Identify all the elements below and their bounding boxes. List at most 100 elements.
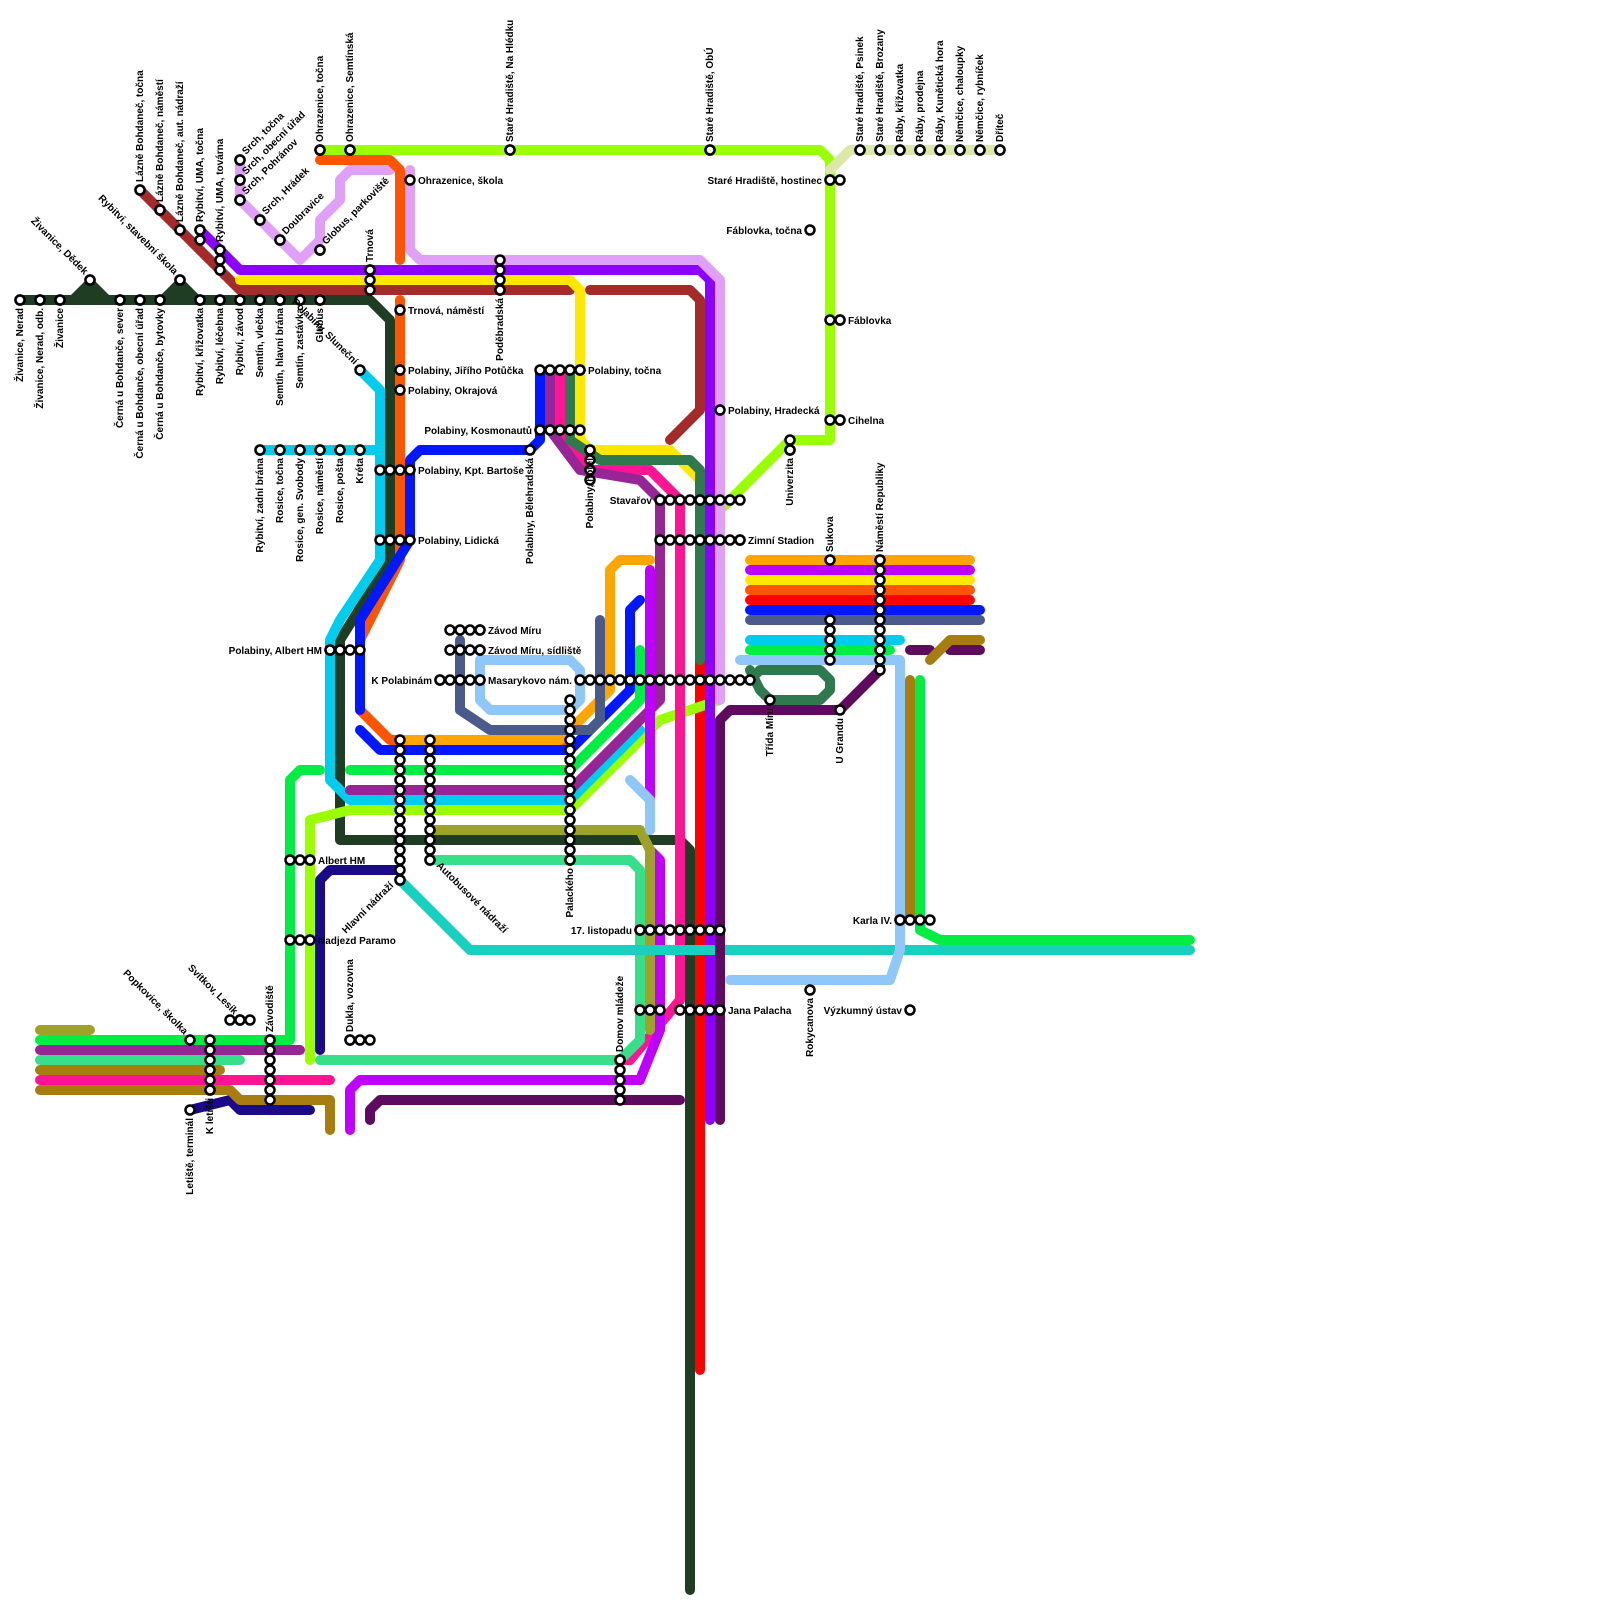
station-marker[interactable] — [564, 364, 576, 376]
station-marker[interactable] — [274, 234, 286, 246]
station-marker[interactable] — [494, 264, 506, 276]
station-marker[interactable] — [714, 924, 726, 936]
station-marker[interactable] — [424, 784, 436, 796]
station-marker[interactable] — [734, 494, 746, 506]
station-marker[interactable] — [114, 294, 126, 306]
station-marker[interactable] — [704, 924, 716, 936]
station-marker[interactable] — [824, 414, 836, 426]
station-marker[interactable] — [874, 654, 886, 666]
station-marker[interactable] — [494, 274, 506, 286]
station-marker[interactable] — [394, 734, 406, 746]
station-marker[interactable] — [714, 674, 726, 686]
station-marker[interactable] — [314, 244, 326, 256]
station-marker[interactable] — [54, 294, 66, 306]
station-marker[interactable] — [834, 314, 846, 326]
station-marker[interactable] — [974, 144, 986, 156]
station-marker[interactable] — [364, 264, 376, 276]
station-marker[interactable] — [834, 704, 846, 716]
station-marker[interactable] — [734, 674, 746, 686]
station-marker[interactable] — [574, 424, 586, 436]
station-marker[interactable] — [704, 674, 716, 686]
station-marker[interactable] — [664, 924, 676, 936]
station-marker[interactable] — [614, 674, 626, 686]
station-marker[interactable] — [264, 1064, 276, 1076]
station-marker[interactable] — [394, 794, 406, 806]
station-marker[interactable] — [184, 1104, 196, 1116]
station-marker[interactable] — [424, 834, 436, 846]
station-marker[interactable] — [214, 294, 226, 306]
station-marker[interactable] — [274, 444, 286, 456]
station-marker[interactable] — [264, 1054, 276, 1066]
station-marker[interactable] — [674, 1004, 686, 1016]
station-marker[interactable] — [854, 144, 866, 156]
station-marker[interactable] — [674, 494, 686, 506]
station-marker[interactable] — [824, 634, 836, 646]
station-marker[interactable] — [564, 824, 576, 836]
station-marker[interactable] — [434, 674, 446, 686]
station-marker[interactable] — [284, 854, 296, 866]
station-marker[interactable] — [394, 304, 406, 316]
station-marker[interactable] — [714, 404, 726, 416]
station-marker[interactable] — [394, 534, 406, 546]
station-marker[interactable] — [424, 824, 436, 836]
station-marker[interactable] — [674, 924, 686, 936]
station-marker[interactable] — [824, 314, 836, 326]
station-marker[interactable] — [684, 924, 696, 936]
station-marker[interactable] — [394, 874, 406, 886]
station-marker[interactable] — [534, 424, 546, 436]
station-marker[interactable] — [564, 694, 576, 706]
station-marker[interactable] — [614, 1074, 626, 1086]
station-marker[interactable] — [394, 744, 406, 756]
station-marker[interactable] — [234, 154, 246, 166]
station-marker[interactable] — [474, 624, 486, 636]
station-marker[interactable] — [564, 784, 576, 796]
station-marker[interactable] — [644, 674, 656, 686]
station-marker[interactable] — [364, 1034, 376, 1046]
station-marker[interactable] — [394, 864, 406, 876]
station-marker[interactable] — [384, 464, 396, 476]
station-marker[interactable] — [294, 854, 306, 866]
station-marker[interactable] — [564, 704, 576, 716]
station-marker[interactable] — [254, 444, 266, 456]
station-marker[interactable] — [664, 674, 676, 686]
station-marker[interactable] — [304, 854, 316, 866]
station-marker[interactable] — [244, 1014, 256, 1026]
station-marker[interactable] — [614, 1054, 626, 1066]
station-marker[interactable] — [394, 464, 406, 476]
station-marker[interactable] — [534, 364, 546, 376]
station-marker[interactable] — [614, 1064, 626, 1076]
station-marker[interactable] — [704, 494, 716, 506]
station-marker[interactable] — [384, 534, 396, 546]
station-marker[interactable] — [564, 834, 576, 846]
station-marker[interactable] — [194, 224, 206, 236]
station-marker[interactable] — [264, 1094, 276, 1106]
station-marker[interactable] — [694, 674, 706, 686]
station-marker[interactable] — [354, 444, 366, 456]
station-marker[interactable] — [284, 934, 296, 946]
station-marker[interactable] — [204, 1034, 216, 1046]
station-marker[interactable] — [664, 534, 676, 546]
station-marker[interactable] — [354, 1034, 366, 1046]
station-marker[interactable] — [924, 914, 936, 926]
station-marker[interactable] — [524, 444, 536, 456]
station-marker[interactable] — [34, 294, 46, 306]
station-marker[interactable] — [564, 794, 576, 806]
station-marker[interactable] — [574, 364, 586, 376]
station-marker[interactable] — [684, 1004, 696, 1016]
station-marker[interactable] — [804, 224, 816, 236]
station-marker[interactable] — [614, 1094, 626, 1106]
station-marker[interactable] — [174, 224, 186, 236]
station-marker[interactable] — [934, 144, 946, 156]
station-marker[interactable] — [784, 444, 796, 456]
station-marker[interactable] — [634, 1004, 646, 1016]
station-marker[interactable] — [394, 834, 406, 846]
station-marker[interactable] — [184, 1034, 196, 1046]
station-marker[interactable] — [564, 424, 576, 436]
station-marker[interactable] — [674, 674, 686, 686]
station-marker[interactable] — [454, 644, 466, 656]
station-marker[interactable] — [304, 934, 316, 946]
station-marker[interactable] — [264, 1044, 276, 1056]
station-marker[interactable] — [444, 624, 456, 636]
station-marker[interactable] — [234, 194, 246, 206]
station-marker[interactable] — [564, 724, 576, 736]
